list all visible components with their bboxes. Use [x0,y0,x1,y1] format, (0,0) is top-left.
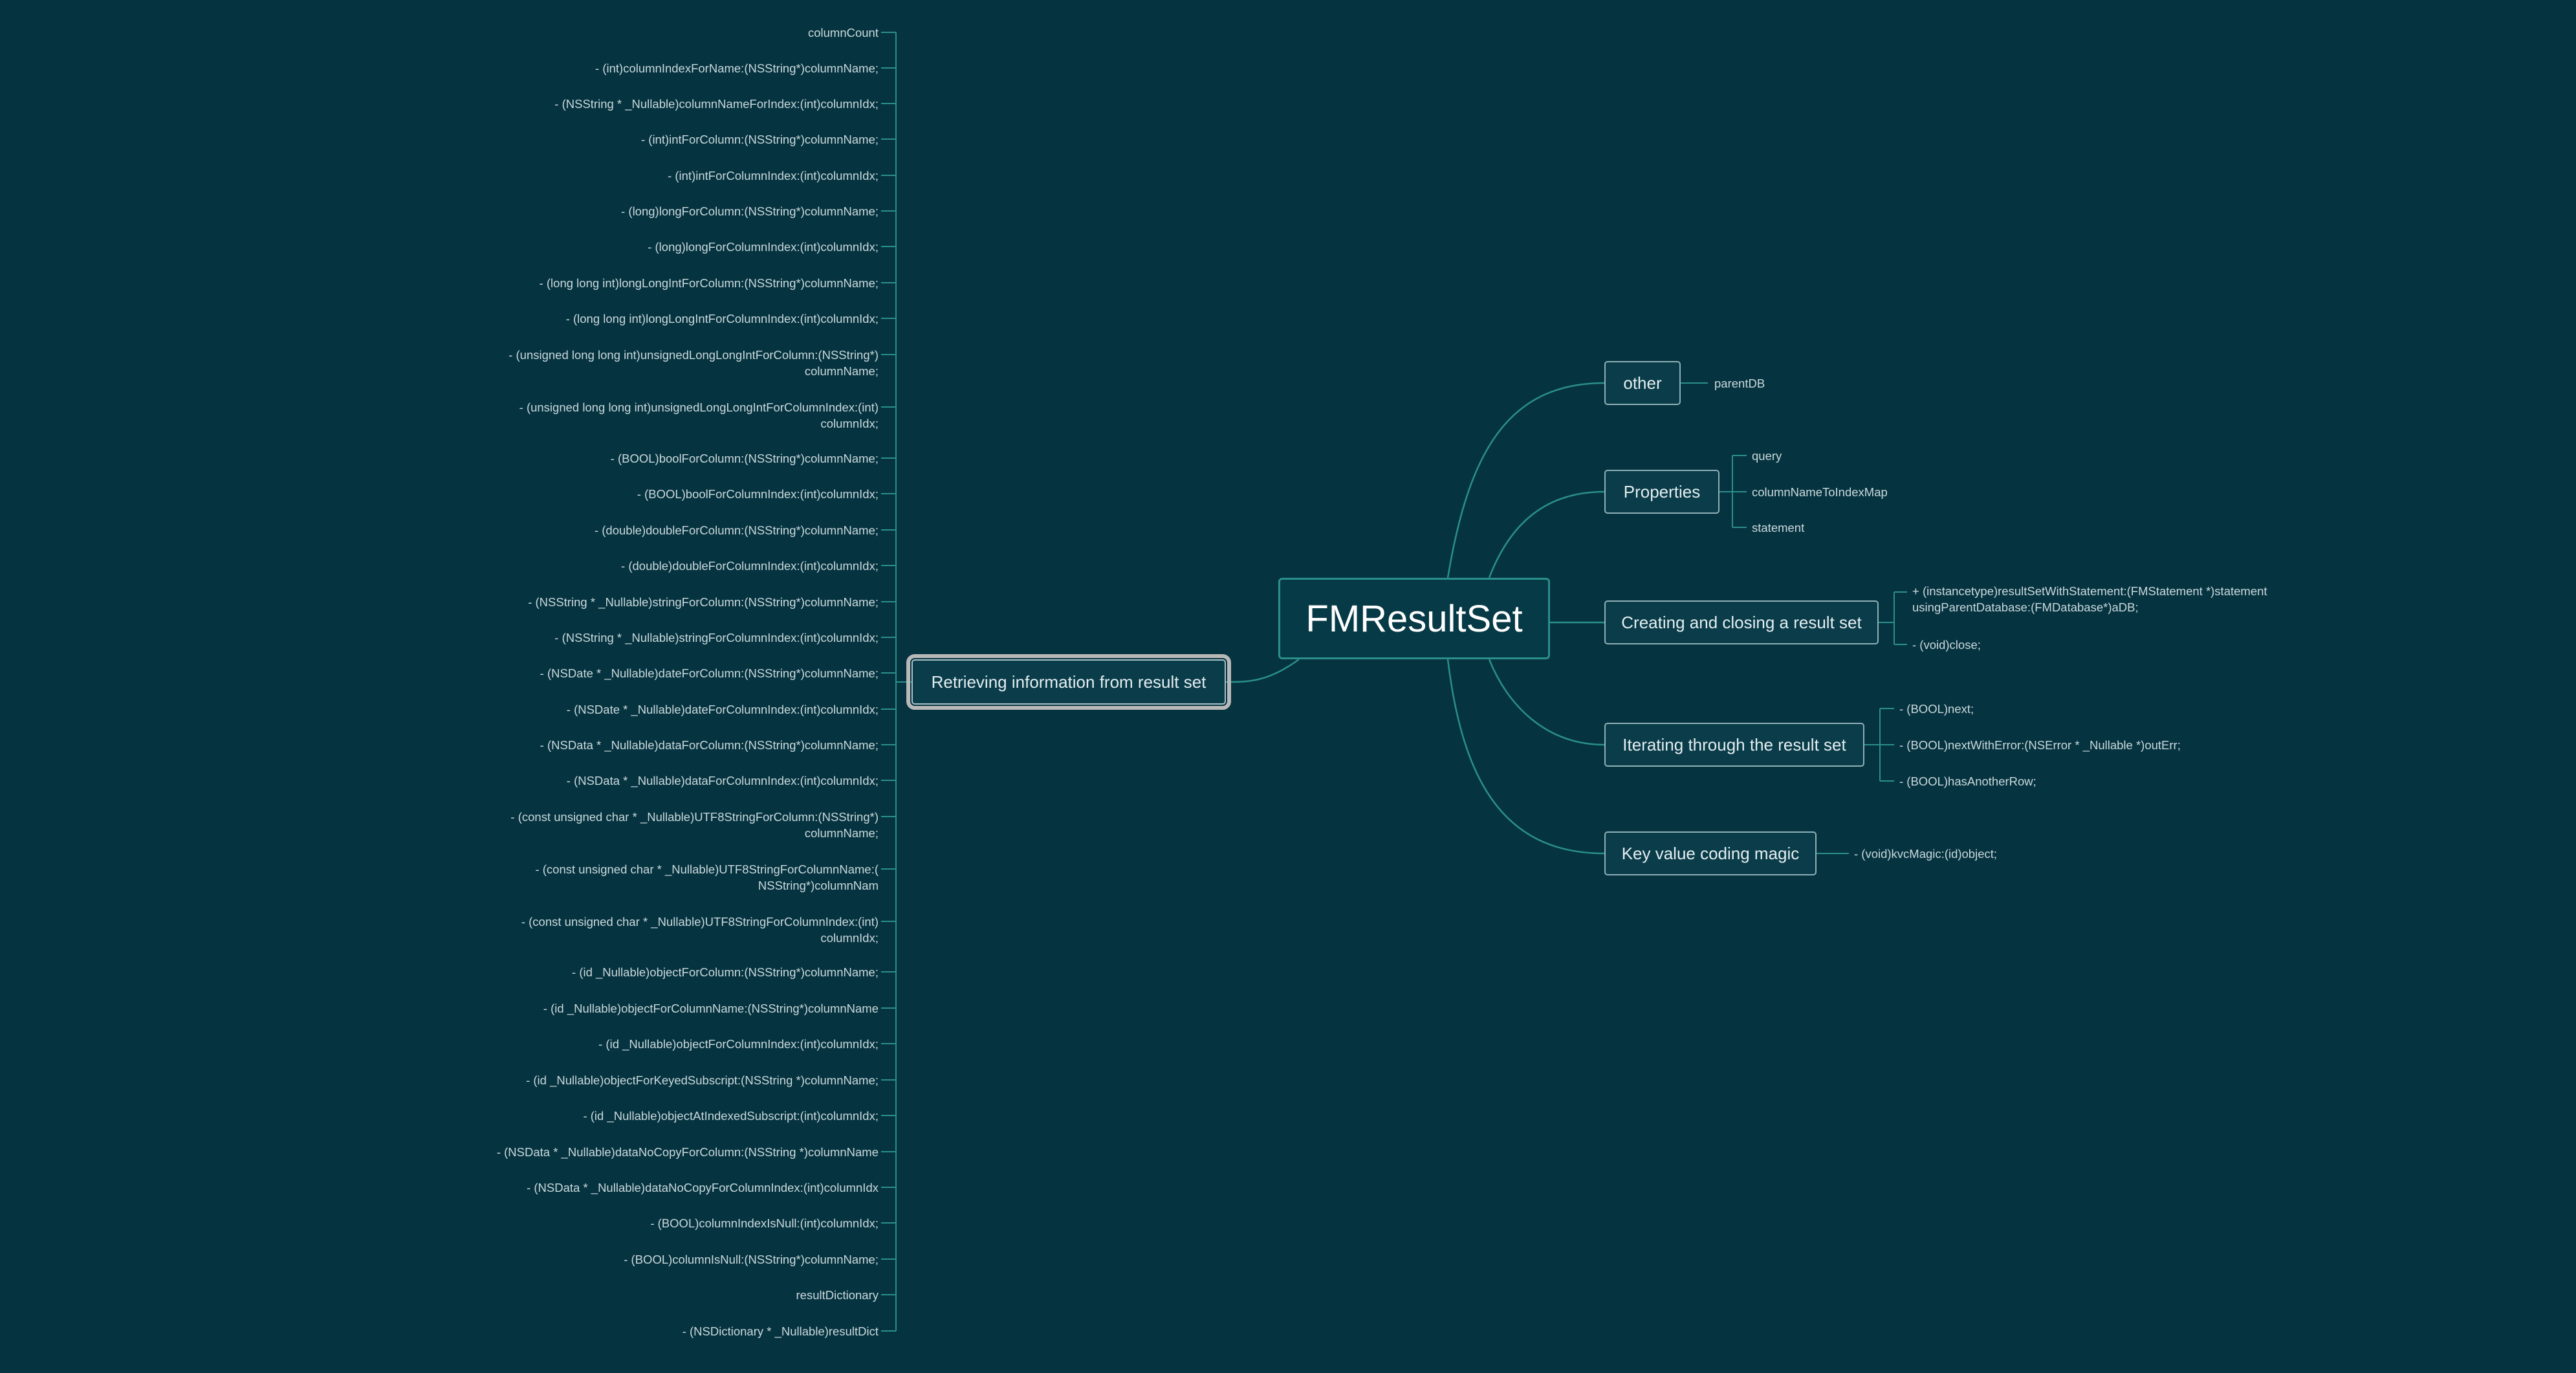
retrieving-leaf-3[interactable]: - (int)intForColumn:(NSString*)columnNam… [640,133,879,146]
retrieving-leaf-21[interactable]: - (const unsigned char * _Nullable)UTF8S… [510,810,879,840]
retrieving-leaf-7[interactable]: - (long long int)longLongIntForColumn:(N… [539,276,879,290]
other-leaf-0[interactable]: parentDB [1714,377,1765,390]
retrieving-leaf-30[interactable]: - (NSData * _Nullable)dataNoCopyForColum… [527,1181,879,1194]
retrieving-leaf-13[interactable]: - (double)doubleForColumn:(NSString*)col… [594,523,879,537]
retrieving-leaf-22[interactable]: - (const unsigned char * _Nullable)UTF8S… [535,862,879,892]
topic-properties[interactable]: Properties [1604,470,1719,514]
retrieving-leaf-8[interactable]: - (long long int)longLongIntForColumnInd… [565,312,879,325]
retrieving-leaf-1[interactable]: - (int)columnIndexForName:(NSString*)col… [595,61,879,75]
retrieving-leaf-25[interactable]: - (id _Nullable)objectForColumnName:(NSS… [543,1002,879,1015]
kvc-leaf-0[interactable]: - (void)kvcMagic:(id)object; [1854,847,1998,861]
retrieving-leaf-34[interactable]: - (NSDictionary * _Nullable)resultDict [682,1324,879,1338]
central-topic[interactable]: FMResultSet [1278,578,1550,659]
retrieving-leaf-20[interactable]: - (NSData * _Nullable)dataForColumnIndex… [566,774,879,787]
retrieving-leaf-31[interactable]: - (BOOL)columnIndexIsNull:(int)columnIdx… [650,1216,879,1230]
retrieving-leaf-12[interactable]: - (BOOL)boolForColumnIndex:(int)columnId… [637,487,879,501]
retrieving-leaf-23[interactable]: - (const unsigned char * _Nullable)UTF8S… [521,915,879,945]
topic-creating-closing[interactable]: Creating and closing a result set [1604,600,1879,644]
retrieving-leaf-32[interactable]: - (BOOL)columnIsNull:(NSString*)columnNa… [624,1253,879,1266]
properties-leaf-0[interactable]: query [1752,449,1782,463]
iterating-leaf-1[interactable]: - (BOOL)nextWithError:(NSError * _Nullab… [1899,738,2181,752]
retrieving-leaf-14[interactable]: - (double)doubleForColumnIndex:(int)colu… [621,559,879,573]
retrieving-leaf-15[interactable]: - (NSString * _Nullable)stringForColumn:… [528,595,879,609]
retrieving-leaf-9[interactable]: - (unsigned long long int)unsignedLongLo… [508,348,879,378]
retrieving-leaf-0[interactable]: columnCount [807,26,879,39]
retrieving-leaf-18[interactable]: - (NSDate * _Nullable)dateForColumnIndex… [566,703,879,716]
iterating-leaf-0[interactable]: - (BOOL)next; [1899,702,1974,716]
retrieving-leaf-19[interactable]: - (NSData * _Nullable)dataForColumn:(NSS… [540,738,879,752]
retrieving-leaf-16[interactable]: - (NSString * _Nullable)stringForColumnI… [554,631,879,644]
retrieving-leaf-4[interactable]: - (int)intForColumnIndex:(int)columnIdx; [668,169,879,182]
retrieving-leaf-6[interactable]: - (long)longForColumnIndex:(int)columnId… [648,240,879,254]
retrieving-leaf-24[interactable]: - (id _Nullable)objectForColumn:(NSStrin… [572,965,879,979]
retrieving-leaf-17[interactable]: - (NSDate * _Nullable)dateForColumn:(NSS… [540,666,879,680]
creating-leaf-1[interactable]: - (void)close; [1912,638,1981,652]
retrieving-leaf-5[interactable]: - (long)longForColumn:(NSString*)columnN… [621,204,879,218]
properties-leaf-2[interactable]: statement [1752,521,1805,534]
retrieving-leaf-33[interactable]: resultDictionary [796,1288,879,1302]
properties-leaf-1[interactable]: columnNameToIndexMap [1752,485,1888,499]
retrieving-leaf-26[interactable]: - (id _Nullable)objectForColumnIndex:(in… [598,1037,879,1051]
retrieving-leaf-2[interactable]: - (NSString * _Nullable)columnNameForInd… [554,97,879,111]
topic-retrieving-information[interactable]: Retrieving information from result set [906,654,1231,710]
retrieving-leaf-10[interactable]: - (unsigned long long int)unsignedLongLo… [519,401,879,430]
retrieving-leaf-28[interactable]: - (id _Nullable)objectAtIndexedSubscript… [583,1109,879,1123]
topic-other[interactable]: other [1604,361,1681,405]
retrieving-leaf-27[interactable]: - (id _Nullable)objectForKeyedSubscript:… [526,1073,879,1087]
iterating-leaf-2[interactable]: - (BOOL)hasAnotherRow; [1899,774,2036,788]
retrieving-leaf-29[interactable]: - (NSData * _Nullable)dataNoCopyForColum… [496,1145,879,1159]
topic-kvc-magic[interactable]: Key value coding magic [1604,831,1817,875]
topic-iterating[interactable]: Iterating through the result set [1604,723,1864,767]
creating-leaf-0[interactable]: + (instancetype)resultSetWithStatement:(… [1912,584,2267,614]
retrieving-leaf-11[interactable]: - (BOOL)boolForColumn:(NSString*)columnN… [610,452,879,465]
